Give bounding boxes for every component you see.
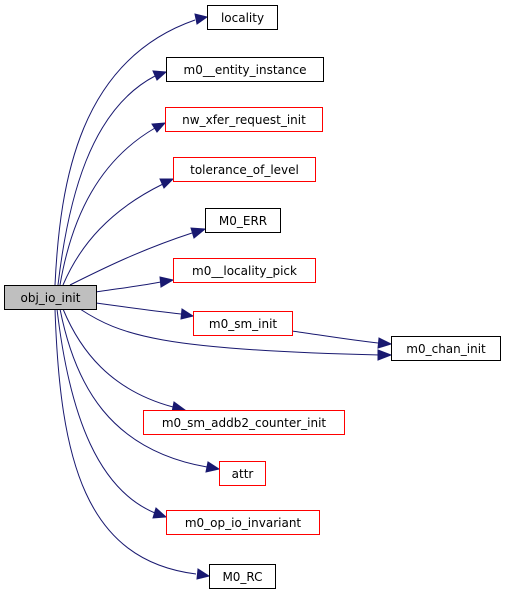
node-label: tolerance_of_level xyxy=(190,163,299,177)
node-box xyxy=(166,57,324,82)
node-label: m0_chan_init xyxy=(406,342,486,356)
node-locality-pick[interactable]: m0__locality_pick xyxy=(173,258,316,283)
edge-root-to-chan-init xyxy=(79,308,393,361)
node-addb2-counter-init[interactable]: m0_sm_addb2_counter_init xyxy=(143,410,345,435)
node-label: M0_ERR xyxy=(219,214,267,228)
edge-root-to-locality-pick xyxy=(95,276,175,293)
edge-root-to-addb2-counter-init xyxy=(62,308,187,413)
node-label: m0_sm_addb2_counter_init xyxy=(162,416,327,430)
node-box xyxy=(173,157,316,182)
node-label: attr xyxy=(232,467,254,481)
edge-root-to-locality xyxy=(54,13,209,286)
node-box xyxy=(166,510,320,535)
node-box xyxy=(207,5,278,30)
node-label: locality xyxy=(221,11,264,25)
node-box xyxy=(391,336,501,361)
edge-root-to-sm-init xyxy=(95,302,195,320)
node-box xyxy=(219,461,266,486)
nodes: obj_io_init locality m0__entity_instance… xyxy=(4,5,501,589)
edge-root-to-nw-xfer-request-init xyxy=(59,122,167,286)
node-box xyxy=(193,311,293,336)
node-label: m0_sm_init xyxy=(209,317,278,331)
node-m0-err[interactable]: M0_ERR xyxy=(205,208,281,233)
edge-root-to-tolerance-of-level xyxy=(62,178,175,286)
node-label: m0_op_io_invariant xyxy=(185,516,302,530)
node-obj-io-init[interactable]: obj_io_init xyxy=(4,285,97,310)
node-nw-xfer-request-init[interactable]: nw_xfer_request_init xyxy=(165,107,323,132)
node-label: m0__locality_pick xyxy=(192,264,297,278)
node-label: nw_xfer_request_init xyxy=(182,113,306,127)
node-label: M0_RC xyxy=(222,570,262,584)
node-sm-init[interactable]: m0_sm_init xyxy=(193,311,293,336)
node-box xyxy=(209,564,276,589)
edge-root-to-op-io-invariant xyxy=(56,308,168,519)
node-tolerance-of-level[interactable]: tolerance_of_level xyxy=(173,157,316,182)
edges xyxy=(54,13,393,580)
node-box xyxy=(4,285,97,310)
node-attr[interactable]: attr xyxy=(219,461,266,486)
node-chan-init[interactable]: m0_chan_init xyxy=(391,336,501,361)
node-box xyxy=(143,410,345,435)
node-op-io-invariant[interactable]: m0_op_io_invariant xyxy=(166,510,320,535)
edge-root-to-m0-err xyxy=(69,227,207,286)
edge-root-to-m0-rc xyxy=(54,308,211,580)
node-label: m0__entity_instance xyxy=(184,63,307,77)
node-label: obj_io_init xyxy=(21,291,81,305)
node-entity-instance[interactable]: m0__entity_instance xyxy=(166,57,324,82)
node-box xyxy=(165,107,323,132)
edge-root-to-entity-instance xyxy=(57,70,168,286)
edge-root-to-attr xyxy=(59,308,221,473)
node-locality[interactable]: locality xyxy=(207,5,278,30)
node-box xyxy=(205,208,281,233)
node-m0-rc[interactable]: M0_RC xyxy=(209,564,276,589)
edge-sm-init-to-chan-init xyxy=(291,330,393,349)
node-box xyxy=(173,258,316,283)
